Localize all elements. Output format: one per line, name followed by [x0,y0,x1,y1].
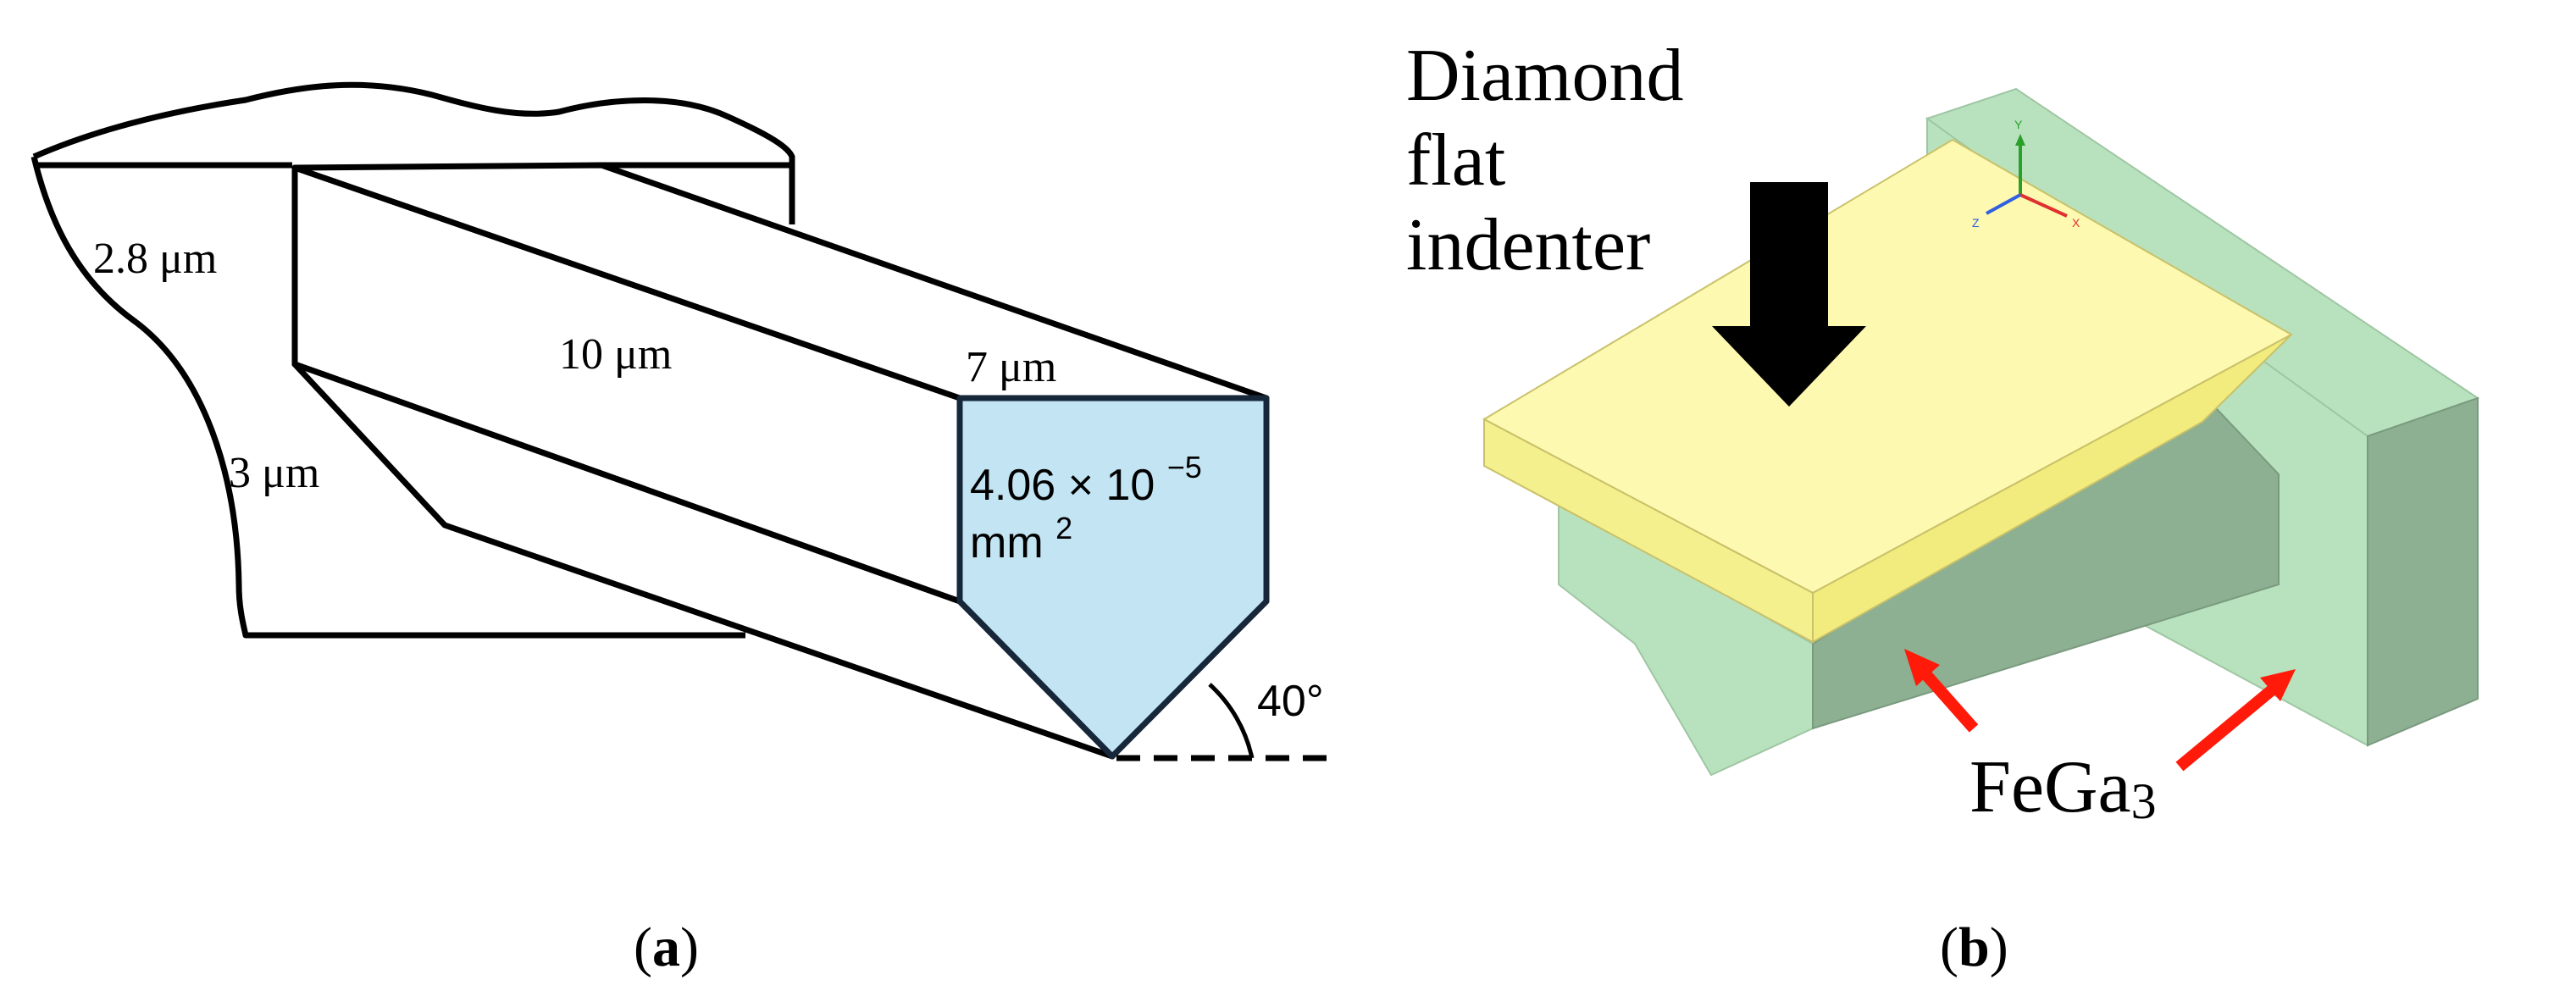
label-area-value: 4.06 × 10 [970,461,1155,510]
sample-arrow-left-shaft [1916,665,1979,733]
axis-z-label: Z [1972,216,1980,230]
cross-section [956,395,1270,760]
indenter-right-face [1812,334,2292,644]
label-area-unit-exponent: 2 [1055,511,1072,545]
axis-y-arrowhead [2015,134,2025,146]
caption-b: (b) [1940,916,2008,978]
indenter-label-line3: indenter [1406,204,1650,286]
axis-y-label: Y [2014,118,2023,131]
label-area: 4.06 × 10 −5 [970,450,1202,510]
sample-arrow-left-head [1904,649,1940,686]
sample-arrow-right [2175,669,2296,772]
load-arrow [1712,182,1866,407]
axis-x-label: X [2072,216,2080,230]
caption-b-letter: b [1958,916,1990,978]
sample-arrow-right-shaft [2175,679,2283,772]
label-height: 3 μm [229,449,319,497]
coordinate-axes: Y X Z [1972,118,2080,230]
label-angle: 40° [1257,677,1324,726]
panel-b: Y X Z Diamond flat indenter FeGa3 (b) [1406,35,2480,978]
sample-arrow-left [1904,649,1979,733]
sample-label-sub: 3 [2131,773,2157,829]
caption-a-close: ) [680,916,699,978]
axis-x-line [2019,193,2068,218]
cantilever-base-outline [30,81,795,639]
sample-label-main: FeGa [1969,746,2131,828]
caption-a-letter: a [652,916,680,978]
sample-label: FeGa3 [1969,746,2157,829]
axis-z-line [1986,193,2021,215]
indenter-label: Diamond flat indenter [1406,35,1703,286]
indenter-label-line1: Diamond [1406,35,1684,117]
label-area-exponent: −5 [1167,450,1202,484]
angle-arc [1208,683,1255,759]
label-width: 7 μm [966,343,1056,391]
panel-a: 2.8 μm 10 μm 7 μm 3 μm 4.06 × 10 −5 mm 2… [30,81,1330,978]
caption-a: (a) [634,916,699,978]
caption-a-open: ( [634,916,652,978]
indenter-label-line2: flat [1406,119,1505,202]
sample-back-block-side [2367,396,2479,747]
label-length: 10 μm [559,330,672,379]
sample-arrow-right-head [2260,669,2296,701]
label-thickness: 2.8 μm [93,235,217,283]
caption-b-open: ( [1940,916,1958,978]
label-area-unit-base: mm [970,518,1044,567]
label-area-unit: mm 2 [970,511,1072,567]
caption-b-close: ) [1990,916,2008,978]
